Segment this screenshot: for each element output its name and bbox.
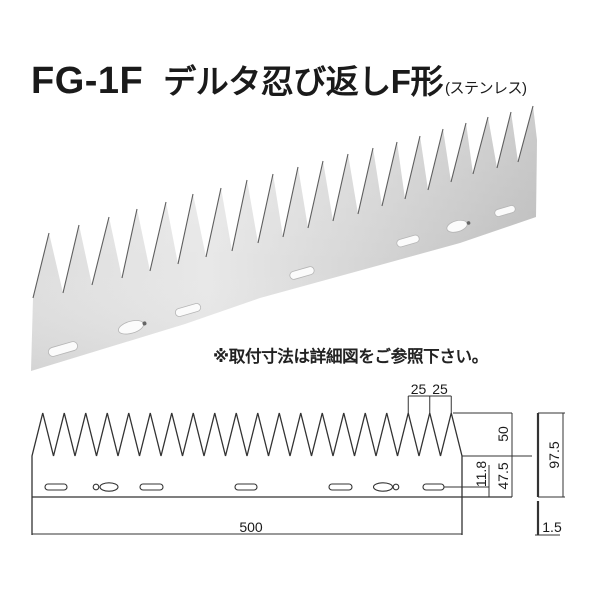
mounting-slot: [139, 483, 164, 491]
mounting-slot: [174, 303, 202, 317]
label-pitch-b: 25: [432, 381, 448, 397]
installation-note: ※取付寸法は詳細図をご参照下さい。: [213, 348, 488, 366]
product-material: (ステンレス): [444, 80, 527, 97]
technical-drawing: [31, 395, 565, 536]
label-pitch-a: 25: [411, 381, 427, 397]
product-name: デルタ忍び返しF形: [163, 63, 443, 100]
product-photo: [31, 105, 537, 371]
mounting-slot: [48, 341, 78, 357]
label-tooth-height: 50: [495, 426, 511, 442]
mounting-slot: [234, 483, 258, 491]
tooth-edges: [32, 105, 534, 299]
label-total-height: 97.5: [546, 441, 562, 468]
mounting-slot: [328, 483, 353, 491]
label-thickness: 1.5: [542, 519, 562, 535]
side-view: [535, 412, 565, 536]
mounting-slot: [422, 483, 445, 491]
keyhole: [446, 219, 471, 233]
label-base-height: 47.5: [495, 462, 511, 489]
mounting-slot: [289, 266, 315, 280]
product-model: FG-1F: [31, 60, 144, 102]
label-hole-offset: 11.8: [473, 461, 489, 487]
blade-profile-outline: [31, 412, 463, 535]
page-title: FG-1F デルタ忍び返しF形 (ステンレス): [31, 55, 527, 103]
mounting-slot: [494, 205, 516, 217]
blade-shading: [31, 106, 537, 371]
dimension-labels: 500 25 25 50 47.5 11.8 97.5 1.5: [239, 381, 562, 535]
label-total-length: 500: [239, 519, 263, 535]
dimension-pitch: [407, 395, 452, 413]
photo-mounting-holes: [48, 205, 516, 357]
mounting-slot: [44, 483, 68, 491]
keyhole: [118, 320, 147, 335]
drawing-mounting-holes: [44, 482, 445, 492]
keyhole: [92, 482, 119, 492]
mounting-slot: [396, 234, 420, 248]
dimension-heights: [444, 412, 532, 497]
keyhole: [372, 482, 400, 492]
